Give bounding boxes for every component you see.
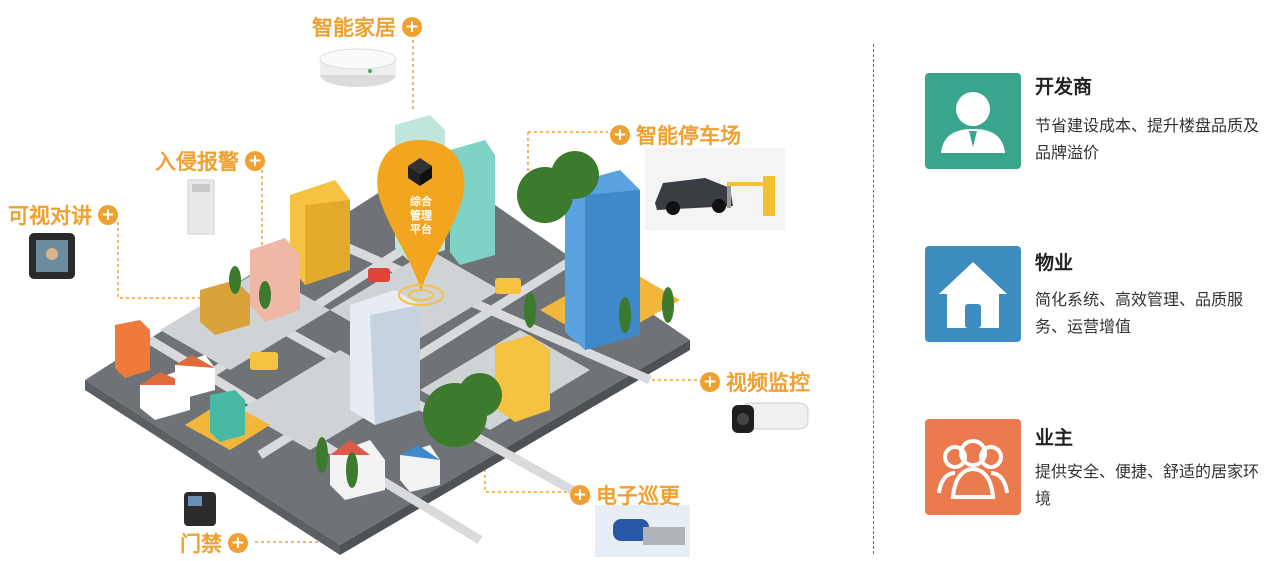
callout-smart-home: 智能家居 + [312,12,422,42]
callout-parking: + 智能停车场 [610,120,741,150]
callout-patrol: + 电子巡更 [570,480,680,510]
parking-barrier-image [645,148,785,230]
plus-icon[interactable]: + [610,125,630,145]
plus-icon[interactable]: + [570,485,590,505]
plus-icon[interactable]: + [402,17,422,37]
callout-label: 智能停车场 [636,124,741,148]
callout-video: + 视频监控 [700,367,810,397]
callout-label: 视频监控 [726,371,810,395]
cctv-camera-image [732,402,809,433]
callout-label: 入侵报警 [155,150,239,174]
role-title-owner: 业主 [1035,427,1074,449]
callout-label: 电子巡更 [596,484,680,508]
plus-icon[interactable]: + [245,151,265,171]
smart-community-illustration [85,40,700,555]
alarm-panel-image [187,179,215,235]
pin-label: 综合 管理 平台 [410,195,432,236]
role-title-developer: 开发商 [1035,76,1093,98]
divider [873,44,874,554]
callout-label: 可视对讲 [8,204,92,228]
callout-label: 智能家居 [312,16,396,40]
patrol-device-image [595,505,690,557]
callout-label: 门禁 [180,532,222,556]
callout-intrusion: 入侵报警 + [155,146,265,176]
plus-icon[interactable]: + [700,372,720,392]
plus-icon[interactable]: + [98,205,118,225]
intercom-image [29,233,75,279]
person-icon [925,73,1021,169]
role-title-property: 物业 [1035,252,1074,274]
house-icon [925,246,1021,342]
plus-icon[interactable]: + [228,533,248,553]
role-desc-developer: 节省建设成本、提升楼盘品质及品牌溢价 [1035,116,1260,162]
callout-access: 门禁 + [180,528,248,558]
role-desc-property: 简化系统、高效管理、品质服务、运营增值 [1035,290,1244,336]
access-terminal-image [184,492,216,526]
role-desc-owner: 提供安全、便捷、舒适的居家环境 [1035,462,1260,508]
smart-home-hub-icon [319,48,397,87]
group-icon [925,419,1021,515]
callout-intercom: 可视对讲 + [8,200,118,230]
